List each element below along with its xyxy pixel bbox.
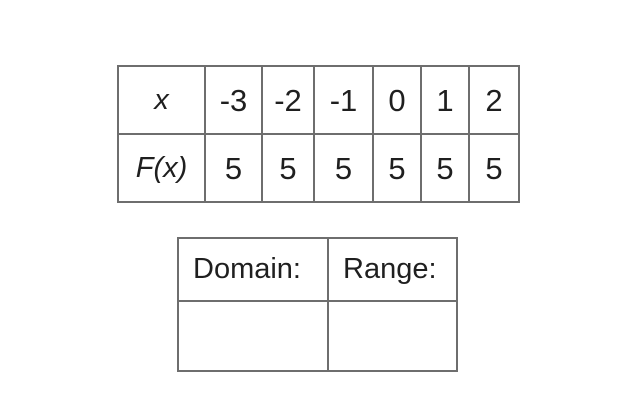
- x-value-cell: 0: [372, 65, 422, 135]
- fx-value-cell: 5: [372, 133, 422, 203]
- x-value-cell: -2: [261, 65, 315, 135]
- row-label-fx: F(x): [117, 133, 206, 203]
- domain-answer-cell[interactable]: [177, 300, 329, 372]
- function-value-table: x -3 -2 -1 0 1 2 F(x) 5 5 5 5 5 5: [117, 65, 520, 203]
- domain-range-answer-table: Domain: Range:: [177, 237, 458, 372]
- x-value-cell: -1: [313, 65, 374, 135]
- row-label-x: x: [117, 65, 206, 135]
- fx-value-cell: 5: [420, 133, 470, 203]
- domain-header: Domain:: [177, 237, 329, 302]
- range-header: Range:: [327, 237, 458, 302]
- x-value-cell: 2: [468, 65, 520, 135]
- x-value-cell: 1: [420, 65, 470, 135]
- table-row-x: x -3 -2 -1 0 1 2: [117, 65, 520, 135]
- range-answer-cell[interactable]: [327, 300, 458, 372]
- fx-value-cell: 5: [313, 133, 374, 203]
- fx-value-cell: 5: [261, 133, 315, 203]
- fx-value-cell: 5: [468, 133, 520, 203]
- answer-header-row: Domain: Range:: [177, 237, 458, 302]
- answer-entry-row: [177, 300, 458, 372]
- fx-value-cell: 5: [204, 133, 263, 203]
- x-value-cell: -3: [204, 65, 263, 135]
- table-row-fx: F(x) 5 5 5 5 5 5: [117, 133, 520, 203]
